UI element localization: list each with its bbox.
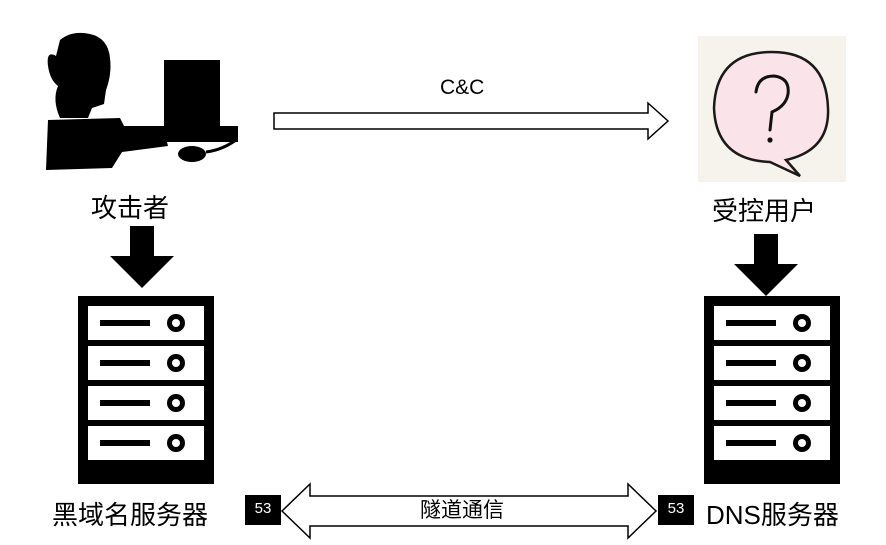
attacker-label: 攻击者 xyxy=(91,193,170,223)
port-badge-left: 53 xyxy=(245,495,281,525)
down-arrow-right xyxy=(734,234,798,296)
down-arrow-left xyxy=(110,226,174,288)
question-speech-bubble-icon xyxy=(698,36,846,182)
cc-arrow xyxy=(273,101,670,141)
cc-edge-label: C&C xyxy=(440,76,485,99)
dns-server-label: DNS服务器 xyxy=(706,500,839,530)
tunnel-double-arrow xyxy=(280,482,658,540)
port-badge-right: 53 xyxy=(658,495,694,525)
victim-label: 受控用户 xyxy=(712,196,817,226)
server-rack-icon xyxy=(704,296,840,484)
hacker-at-computer-icon xyxy=(46,32,238,170)
black-domain-server-label: 黑域名服务器 xyxy=(52,500,209,530)
tunnel-edge-label: 隧道通信 xyxy=(420,499,504,522)
server-rack-icon xyxy=(78,296,214,484)
